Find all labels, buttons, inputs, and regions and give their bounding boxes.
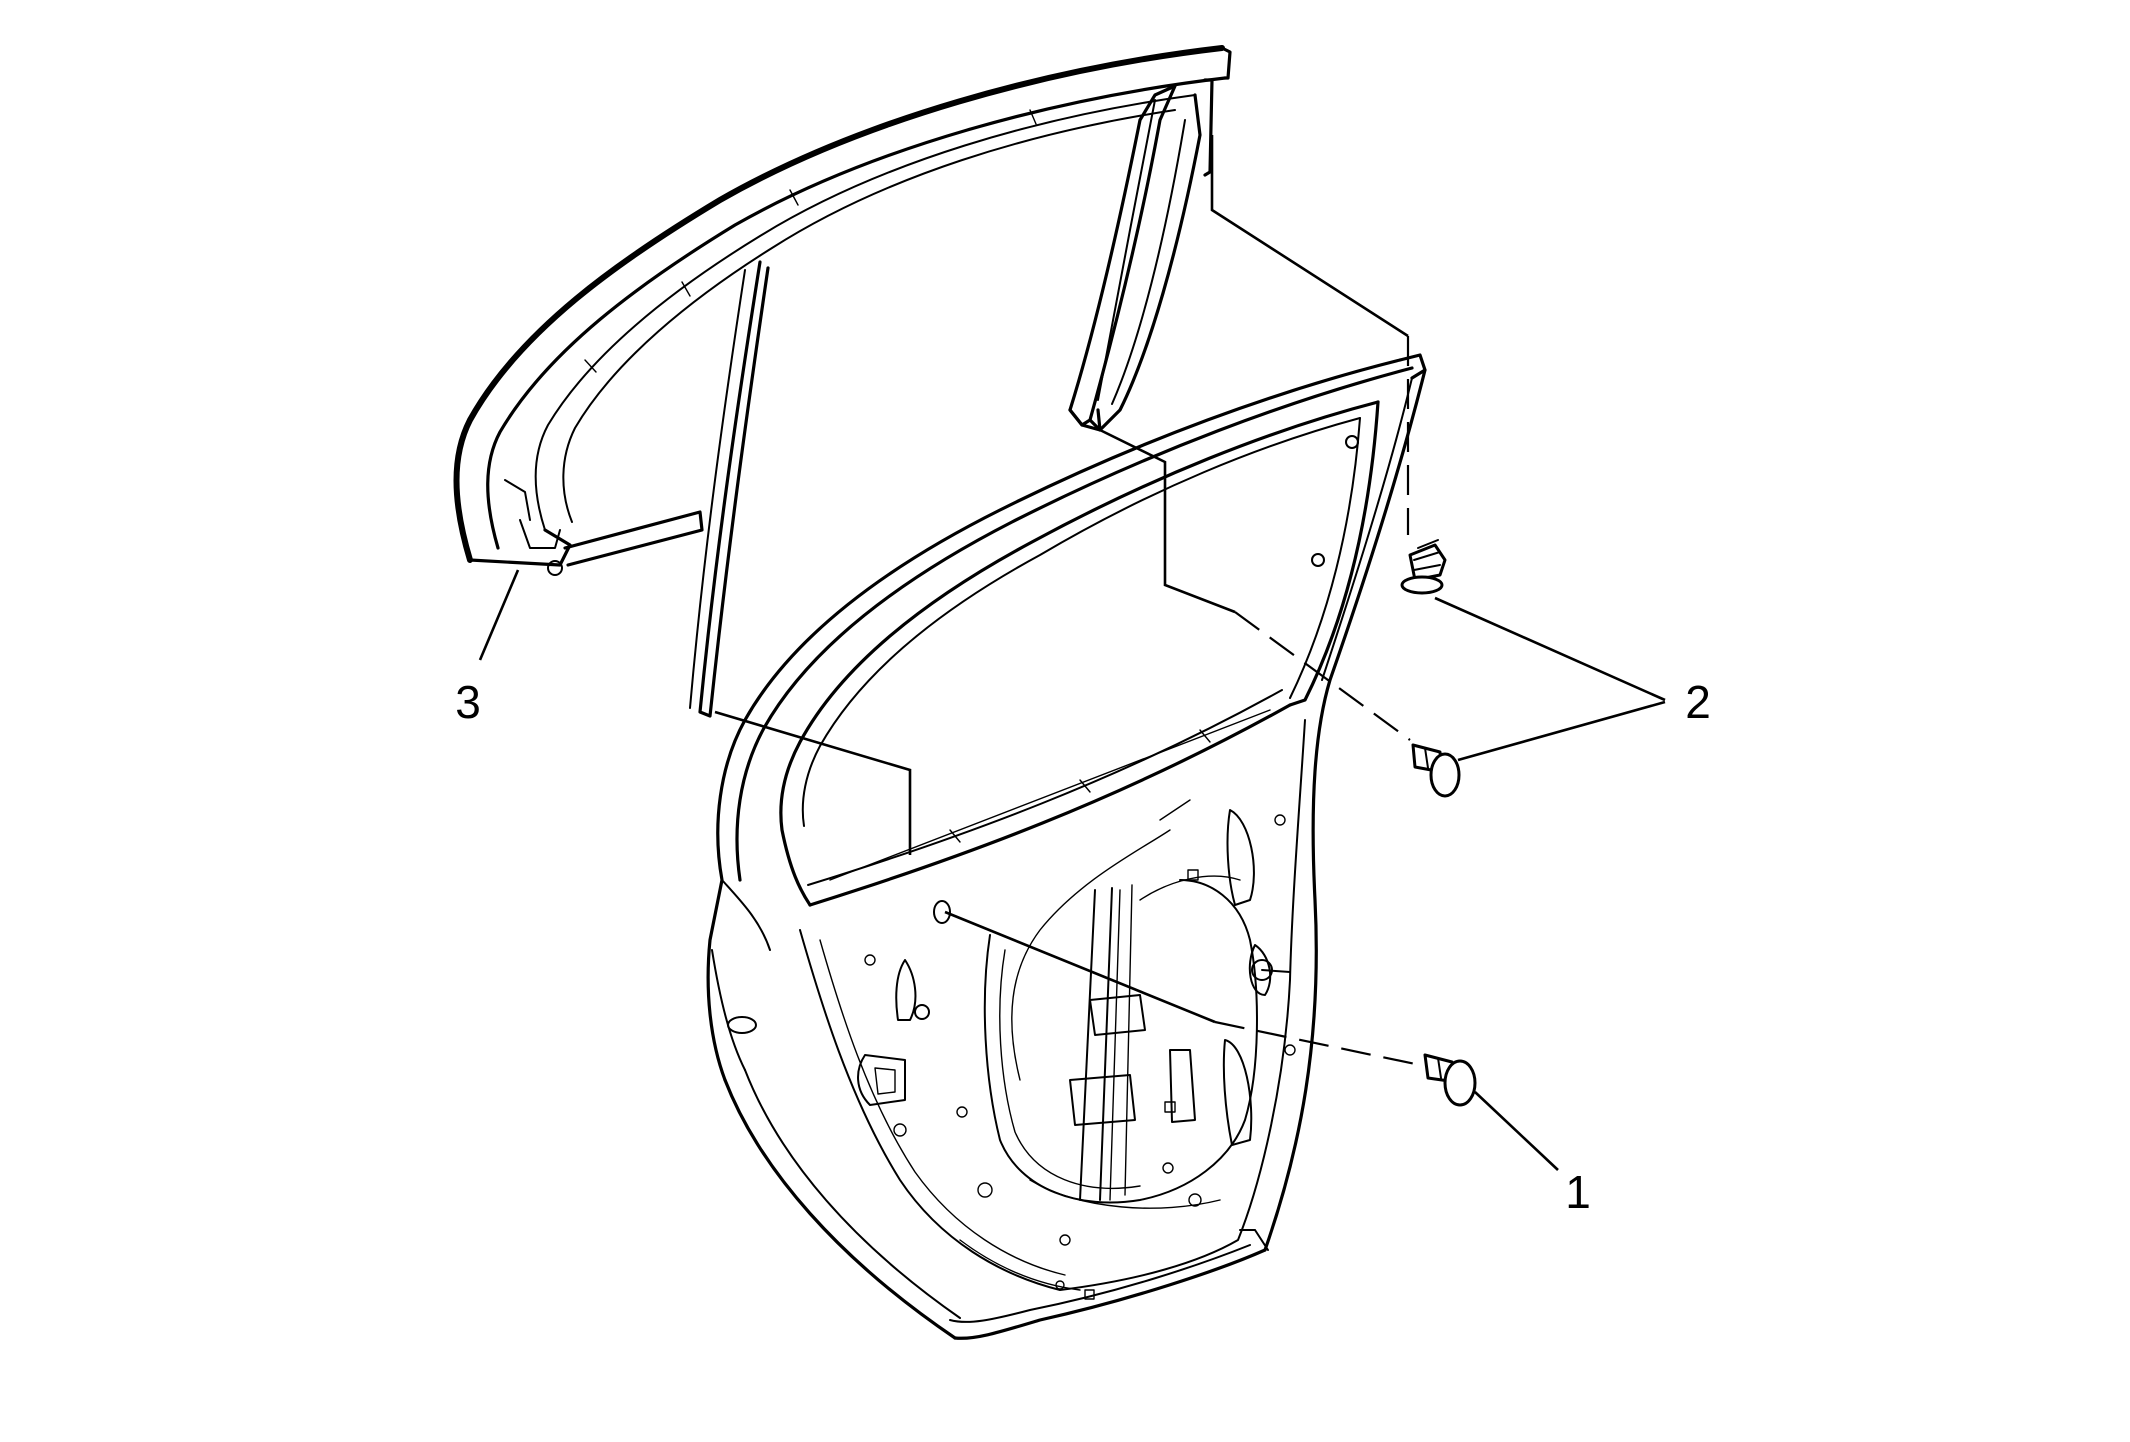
door-shell xyxy=(706,353,1427,1340)
callout-label-2: 2 xyxy=(1685,676,1711,728)
window-frame-trim xyxy=(453,45,1232,718)
retainer-lower xyxy=(1411,743,1461,798)
retainer-upper xyxy=(1400,539,1447,595)
callout-leaders xyxy=(478,569,1666,1171)
retainer-door-panel xyxy=(1423,1053,1477,1107)
callout-label-1: 1 xyxy=(1565,1166,1591,1218)
callout-label-3: 3 xyxy=(455,676,481,728)
alignment-lines xyxy=(714,135,1421,1067)
